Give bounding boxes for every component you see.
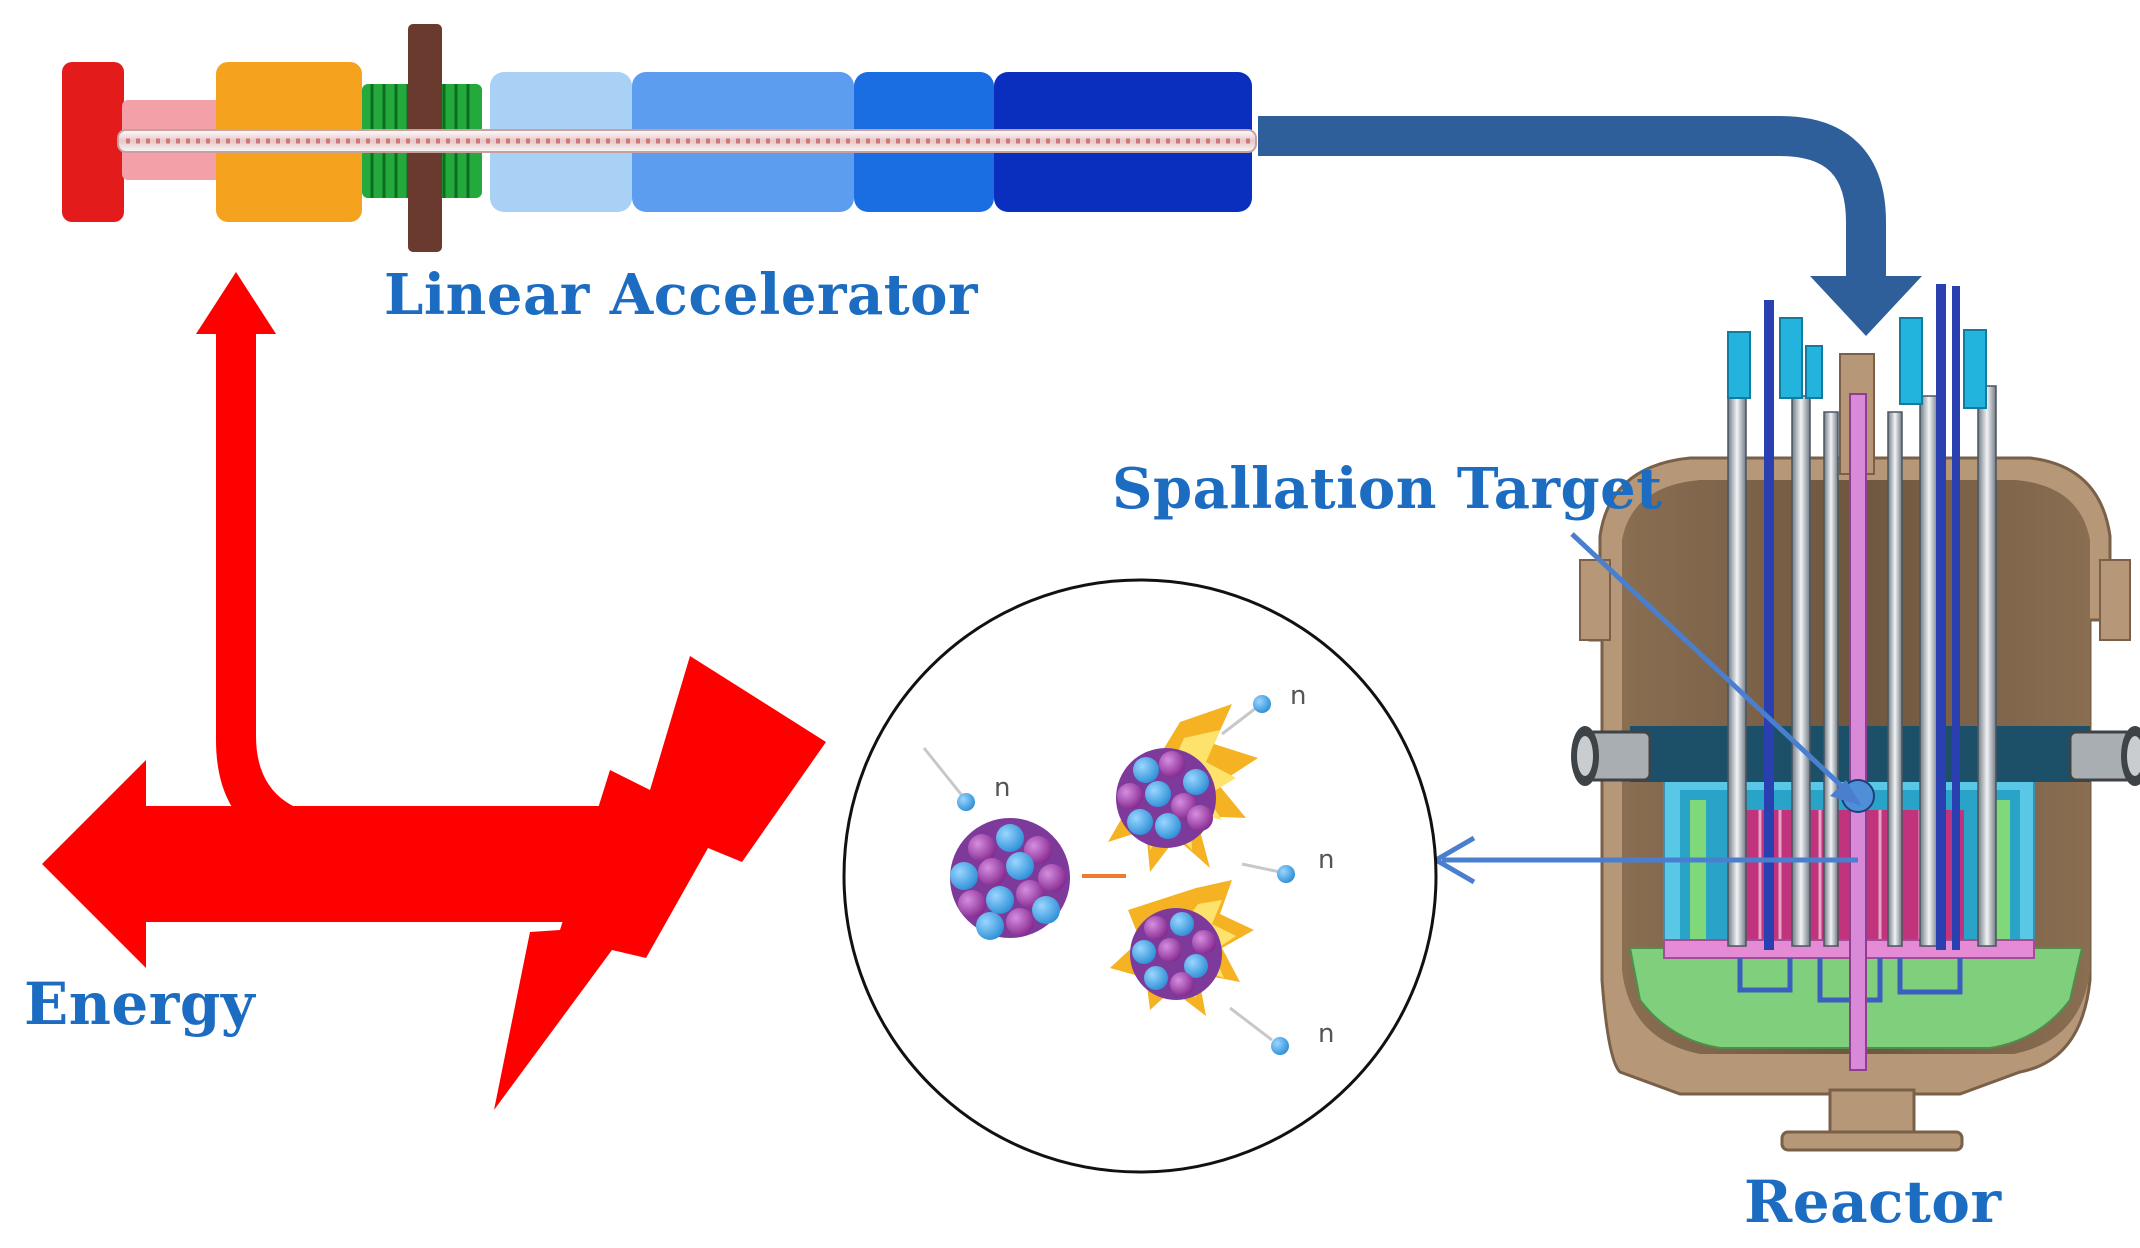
svg-text:n: n	[1318, 845, 1334, 875]
reactor-vessel	[1571, 284, 2140, 1152]
energy-flow	[42, 272, 826, 1110]
svg-text:n: n	[1318, 1019, 1334, 1049]
reactor-label: Reactor	[1744, 1168, 2002, 1236]
accelerator-red-cap	[62, 62, 124, 222]
lower-fragment	[1110, 880, 1254, 1016]
energy-output-arrow	[42, 760, 620, 968]
spallation-beam-tube	[1849, 393, 1867, 1071]
energy-feedback-arrow	[216, 332, 380, 858]
incoming-neutron-label: n	[994, 773, 1010, 803]
beam-transport-arrow	[1258, 116, 1922, 336]
control-rods	[1727, 385, 1997, 947]
spallation-target-pointer	[1570, 532, 1862, 806]
spallation-target-label: Spallation Target	[1112, 456, 1663, 522]
left-nozzle	[1571, 726, 1652, 786]
incoming-neutron	[957, 793, 975, 811]
energy-lightning-bolt	[494, 656, 826, 1110]
energy-label: Energy	[24, 970, 256, 1038]
rod-drive-heads	[1727, 317, 1987, 409]
target-nucleus	[950, 818, 1070, 940]
upper-fragment	[1108, 704, 1258, 872]
svg-text:n: n	[1290, 681, 1306, 711]
emitted-neutrons: n n n	[1221, 681, 1334, 1055]
spallation-reaction-inset: n	[842, 578, 1438, 1174]
linear-accelerator-label: Linear Accelerator	[384, 262, 978, 328]
linear-accelerator	[62, 24, 1257, 252]
right-nozzle	[2068, 726, 2140, 786]
